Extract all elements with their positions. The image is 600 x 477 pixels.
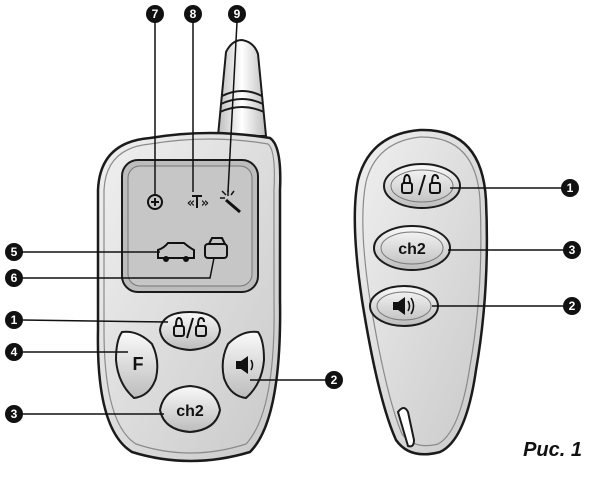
- leader-lines: [21, 21, 564, 415]
- svg-text:7: 7: [152, 7, 159, 21]
- antenna: [216, 38, 268, 137]
- trunk-icon: [204, 237, 228, 259]
- svg-text:1: 1: [11, 313, 18, 327]
- marker-1-main: 1: [5, 311, 23, 329]
- svg-text:5: 5: [11, 245, 18, 259]
- marker-9: 9: [228, 5, 246, 23]
- unlock-icon: [429, 173, 441, 194]
- svg-text:1: 1: [567, 181, 574, 195]
- marker-5: 5: [5, 243, 23, 261]
- small-ch2-label: ch2: [398, 241, 426, 258]
- svg-text:9: 9: [234, 7, 241, 21]
- marker-3-small: 3: [563, 241, 581, 259]
- f-button-label: F: [133, 354, 144, 374]
- keyring-slot: [396, 407, 416, 448]
- figure-caption: Рис. 1: [523, 439, 582, 461]
- marker-2-main: 2: [325, 371, 343, 389]
- marker-6: 6: [5, 269, 23, 287]
- lock-icon: [173, 316, 185, 337]
- small-lock-unlock-button[interactable]: [383, 163, 461, 209]
- svg-text:4: 4: [11, 345, 18, 359]
- small-remote: ch2: [353, 128, 489, 456]
- marker-7: 7: [146, 5, 164, 23]
- callout-markers: 7 8 9 5 6 1 4 3: [5, 5, 581, 423]
- svg-text:3: 3: [569, 243, 576, 257]
- svg-text:»: »: [201, 196, 209, 211]
- ch2-button[interactable]: ch2: [158, 384, 222, 434]
- marker-1-small: 1: [561, 179, 579, 197]
- antenna-icon: « »: [187, 195, 209, 211]
- f-button[interactable]: F: [114, 330, 159, 400]
- marker-8-text: 8: [190, 7, 197, 21]
- marker-4: 4: [5, 343, 23, 361]
- marker-2-small: 2: [563, 297, 581, 315]
- marker-8: 8: [184, 5, 202, 23]
- lock-icon: [401, 173, 413, 194]
- speaker-icon: [236, 356, 254, 374]
- svg-text:2: 2: [331, 373, 338, 387]
- sound-button[interactable]: [221, 330, 266, 400]
- unlock-icon: [195, 316, 207, 337]
- small-sound-button[interactable]: [369, 285, 439, 327]
- speaker-icon: [393, 297, 415, 315]
- svg-text:3: 3: [11, 407, 18, 421]
- svg-text:6: 6: [11, 271, 18, 285]
- car-icon: [157, 242, 195, 262]
- ch2-button-label: ch2: [176, 403, 204, 420]
- main-remote: « »: [96, 38, 282, 463]
- marker-3-main: 3: [5, 405, 23, 423]
- svg-text:2: 2: [569, 299, 576, 313]
- svg-text:«: «: [187, 196, 195, 211]
- lock-unlock-button[interactable]: [158, 310, 222, 352]
- small-ch2-button[interactable]: ch2: [373, 225, 451, 271]
